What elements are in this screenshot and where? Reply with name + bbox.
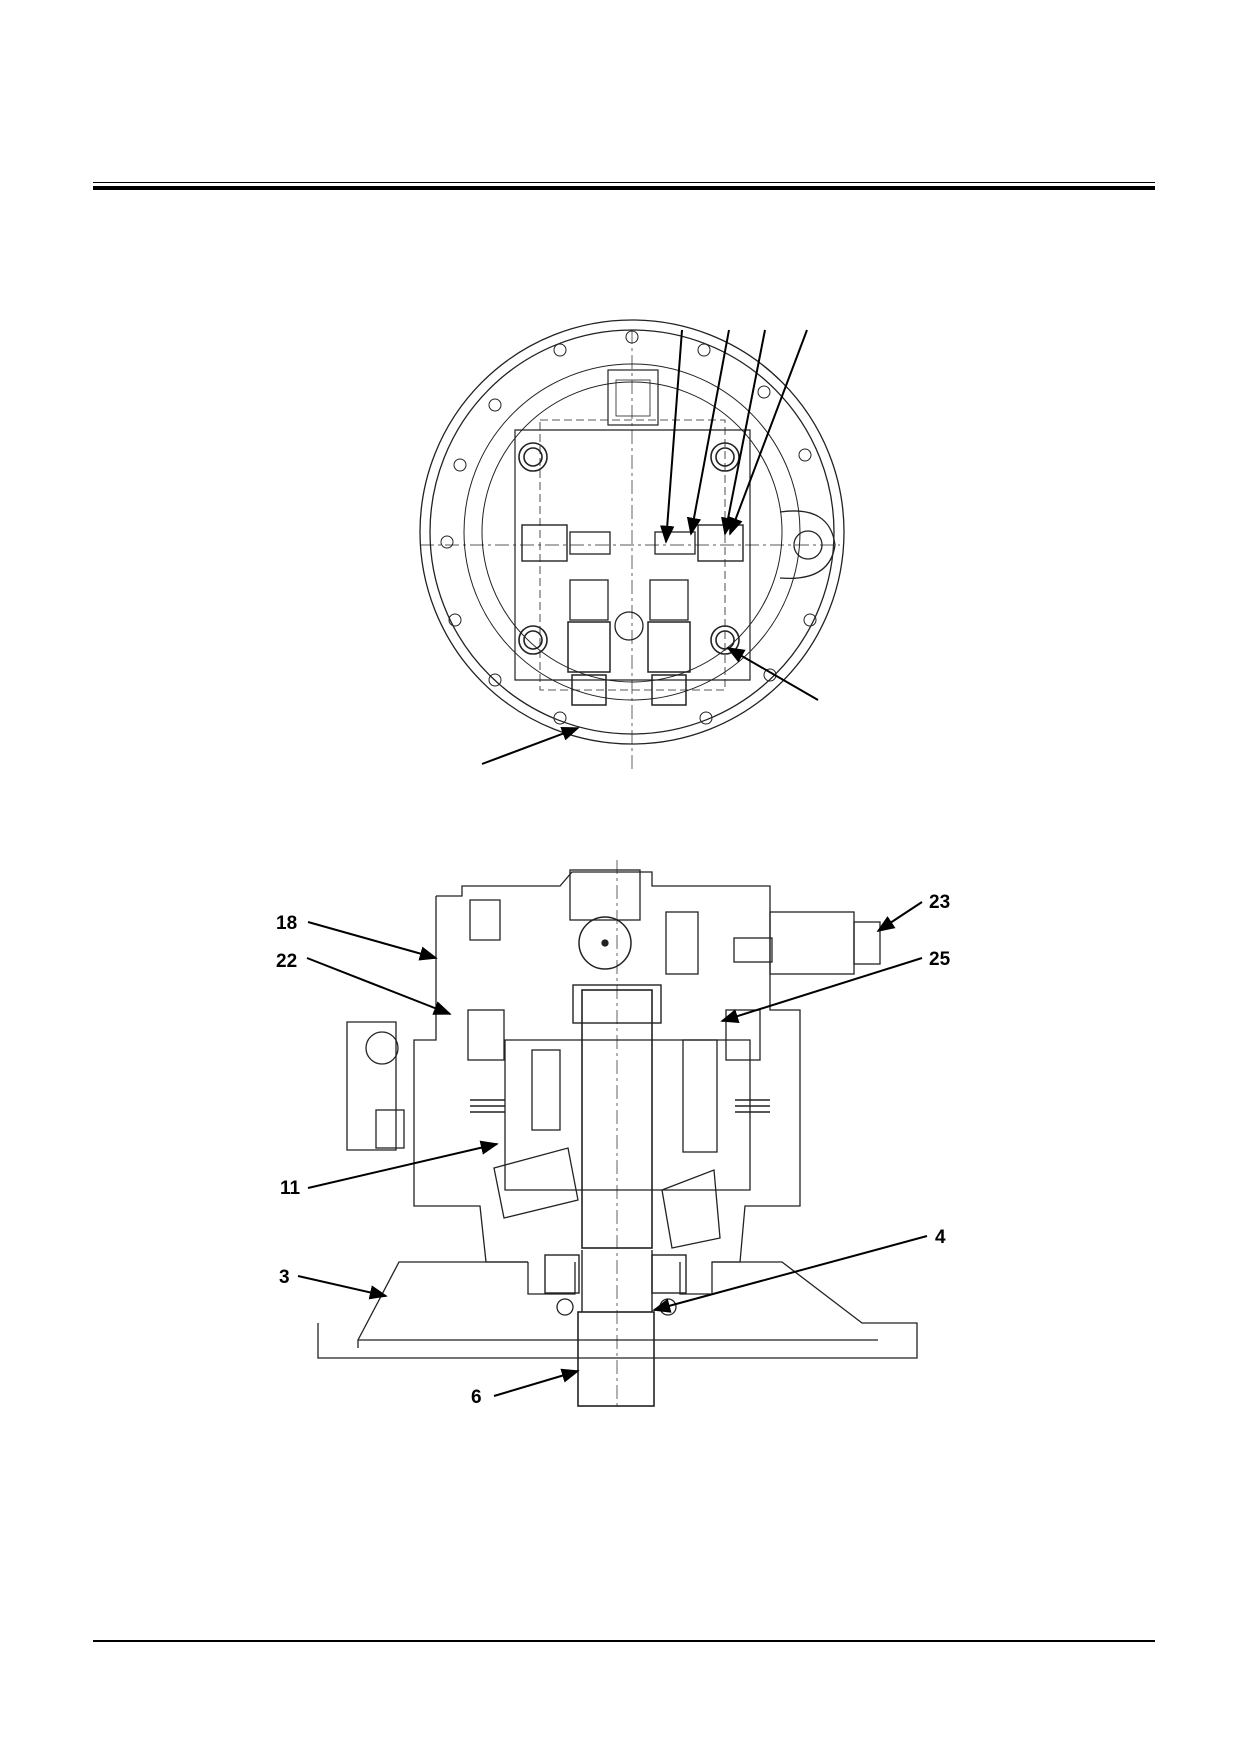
callout-4: 4	[935, 1227, 946, 1248]
header-rule-thin	[93, 182, 1155, 183]
callout-3: 3	[279, 1267, 290, 1288]
section-view-drawing	[317, 860, 918, 1410]
callout-22: 22	[276, 951, 298, 972]
header-rule	[93, 186, 1155, 190]
top-view-leaders	[481, 329, 819, 765]
callout-11: 11	[280, 1178, 301, 1199]
top-view-drawing	[419, 319, 845, 770]
callout-18: 18	[276, 913, 298, 934]
footer-rule	[93, 1640, 1155, 1642]
callout-23: 23	[929, 892, 951, 913]
section-view-leaders	[297, 901, 928, 1397]
callout-6: 6	[471, 1387, 482, 1408]
callout-25: 25	[929, 949, 951, 970]
